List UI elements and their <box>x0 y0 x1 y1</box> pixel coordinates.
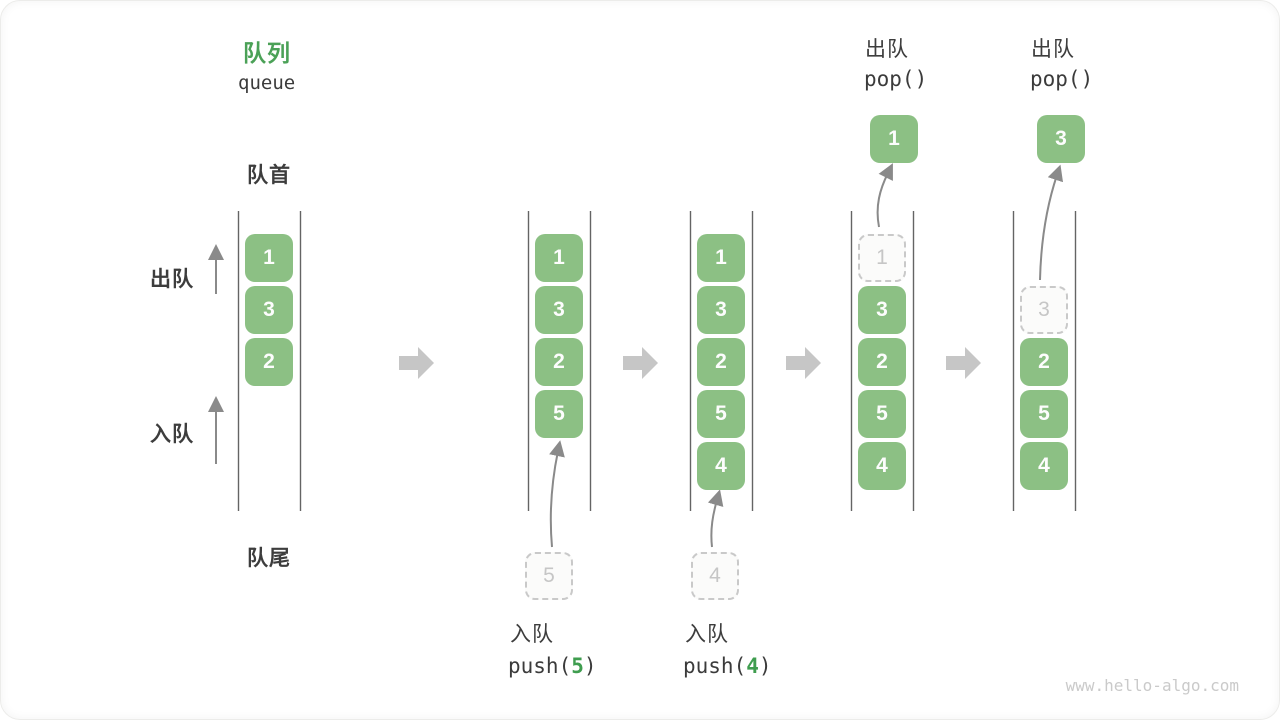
push4-label-zh: 入队 <box>685 623 729 646</box>
pop3-label-code: pop() <box>1030 67 1094 91</box>
page-subtitle: queue <box>238 72 296 94</box>
pop1-label-code: pop() <box>864 67 928 91</box>
queue-block: 3 <box>697 286 745 334</box>
push4-label-code: push(4) <box>683 654 772 678</box>
push5-code-post: ) <box>583 654 597 678</box>
push5-code-arg: 5 <box>571 654 584 678</box>
queue-block: 1 <box>245 234 293 282</box>
popped-block-3: 3 <box>1037 115 1085 163</box>
queue-block: 1 <box>697 234 745 282</box>
push5-label-code: push(5) <box>508 654 597 678</box>
pop1-arrow-icon <box>876 163 893 228</box>
queue-block: 5 <box>535 390 583 438</box>
flow-arrow-icon-4 <box>946 347 981 379</box>
queue-block: 2 <box>245 338 293 386</box>
queue-block: 5 <box>1020 390 1068 438</box>
queue-block: 2 <box>1020 338 1068 386</box>
push4-arrow-icon <box>707 489 724 548</box>
push5-arrow-icon <box>549 440 565 548</box>
queue-block: 3 <box>535 286 583 334</box>
queue-block: 5 <box>697 390 745 438</box>
ghost-block: 1 <box>858 234 906 282</box>
flow-arrow-icon-2 <box>623 347 658 379</box>
staged-block-push4: 4 <box>691 552 739 600</box>
queue-block: 1 <box>535 234 583 282</box>
watermark: www.hello-algo.com <box>1065 676 1239 695</box>
queue-block: 3 <box>245 286 293 334</box>
page-title: 队列 <box>243 40 291 66</box>
push5-label-zh: 入队 <box>510 623 554 646</box>
push4-code-pre: push( <box>683 654 747 678</box>
queue-walls <box>237 211 1077 511</box>
queue-block: 5 <box>858 390 906 438</box>
queue-block: 3 <box>858 286 906 334</box>
popped-block-1: 1 <box>870 115 918 163</box>
queue-block: 4 <box>1020 442 1068 490</box>
queue-block: 4 <box>697 442 745 490</box>
queue-front-label: 队首 <box>247 164 291 187</box>
dequeue-side-label: 出队 <box>150 268 194 291</box>
queue-block: 4 <box>858 442 906 490</box>
queue-block: 2 <box>858 338 906 386</box>
push5-code-pre: push( <box>508 654 572 678</box>
push4-code-post: ) <box>758 654 772 678</box>
enqueue-side-label: 入队 <box>150 423 194 446</box>
queue-block: 2 <box>697 338 745 386</box>
flow-arrow-icon-1 <box>399 347 434 379</box>
staged-block-push5: 5 <box>525 552 573 600</box>
flow-arrow-icon-3 <box>786 347 821 379</box>
queue-block: 2 <box>535 338 583 386</box>
pop1-label-zh: 出队 <box>865 38 909 61</box>
push4-code-arg: 4 <box>746 654 759 678</box>
ghost-block: 3 <box>1020 286 1068 334</box>
operation-arrows <box>208 163 1064 548</box>
pop3-arrow-icon <box>1039 164 1064 281</box>
queue-rear-label: 队尾 <box>247 547 291 570</box>
pop3-label-zh: 出队 <box>1031 38 1075 61</box>
